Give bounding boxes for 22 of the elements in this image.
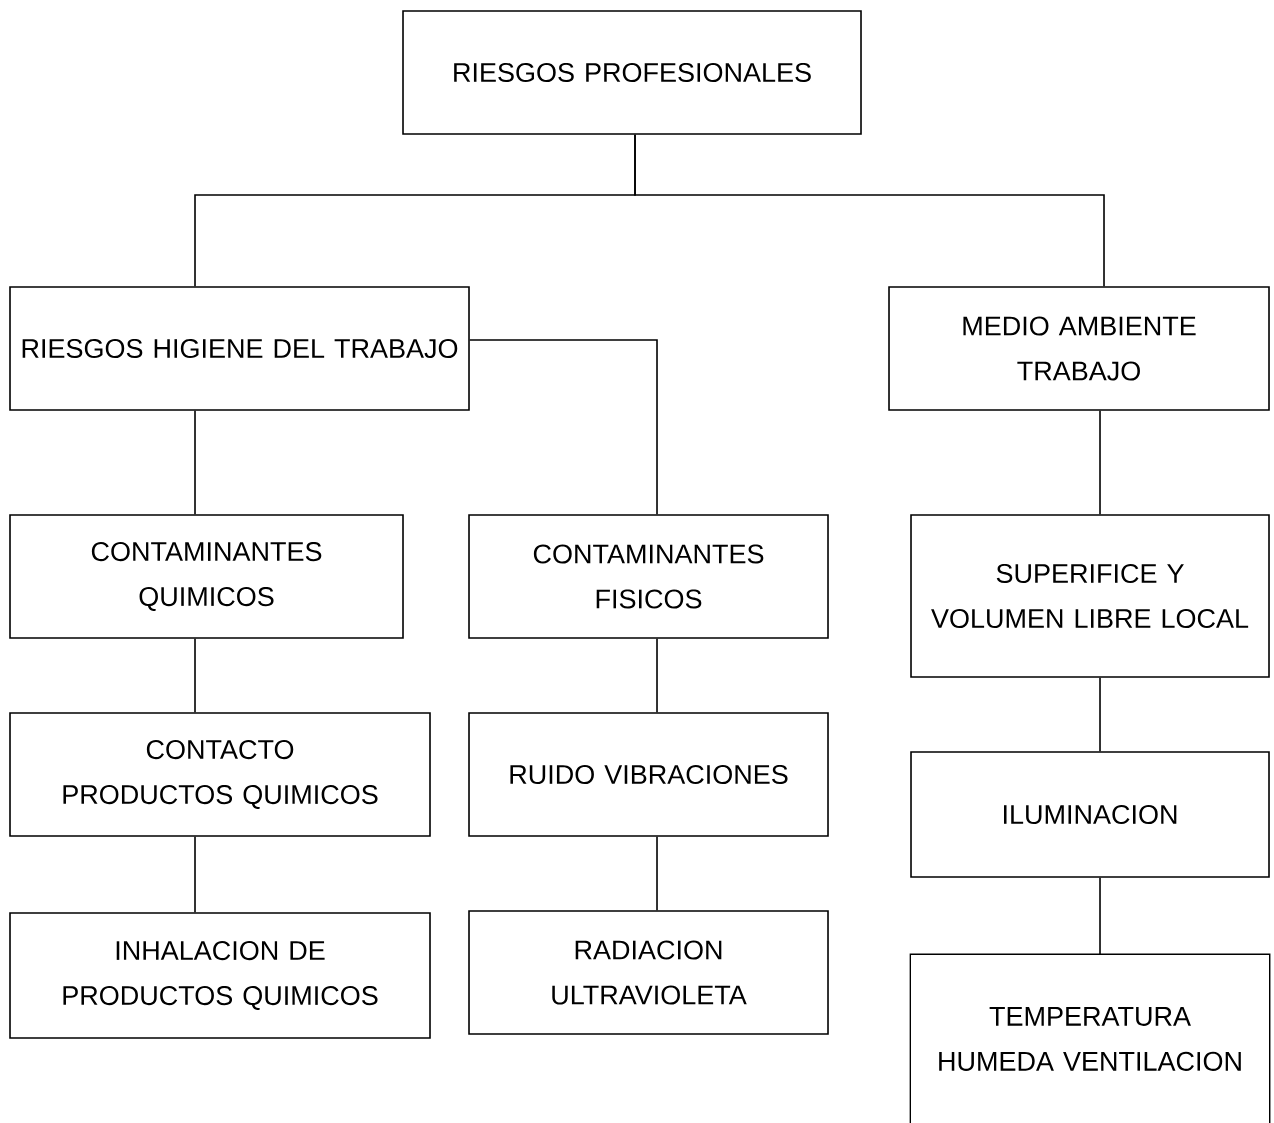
text-box: CONTAMINANTES QUIMICOS	[9, 514, 404, 639]
text-box: ILUMINACION	[910, 751, 1270, 878]
connector-line	[1099, 410, 1101, 515]
connector-line	[656, 836, 658, 911]
text-box: MEDIO AMBIENTE TRABAJO	[888, 286, 1270, 411]
connector-line	[469, 339, 658, 515]
connector-line	[634, 134, 1105, 287]
connector-line	[194, 638, 196, 713]
text-box: CONTACTO PRODUCTOS QUIMICOS	[9, 712, 431, 837]
text-box: RIESGOS PROFESIONALES	[402, 10, 862, 135]
text-box: RADIACION ULTRAVIOLETA	[468, 910, 829, 1035]
connector-line	[656, 638, 658, 713]
text-box: RUIDO VIBRACIONES	[468, 712, 829, 837]
text-box: INHALACION DE PRODUCTOS QUIMICOS	[9, 912, 431, 1039]
text-box: TEMPERATURA HUMEDA VENTILACION	[909, 953, 1271, 1123]
connector-line	[1099, 877, 1101, 955]
connector-line	[1099, 677, 1101, 752]
text-box: RIESGOS HIGIENE DEL TRABAJO	[9, 286, 470, 411]
text-box: SUPERIFICE Y VOLUMEN LIBRE LOCAL	[910, 514, 1270, 678]
text-box: CONTAMINANTES FISICOS	[468, 514, 829, 639]
connector-line	[194, 836, 196, 913]
connector-line	[194, 410, 196, 515]
